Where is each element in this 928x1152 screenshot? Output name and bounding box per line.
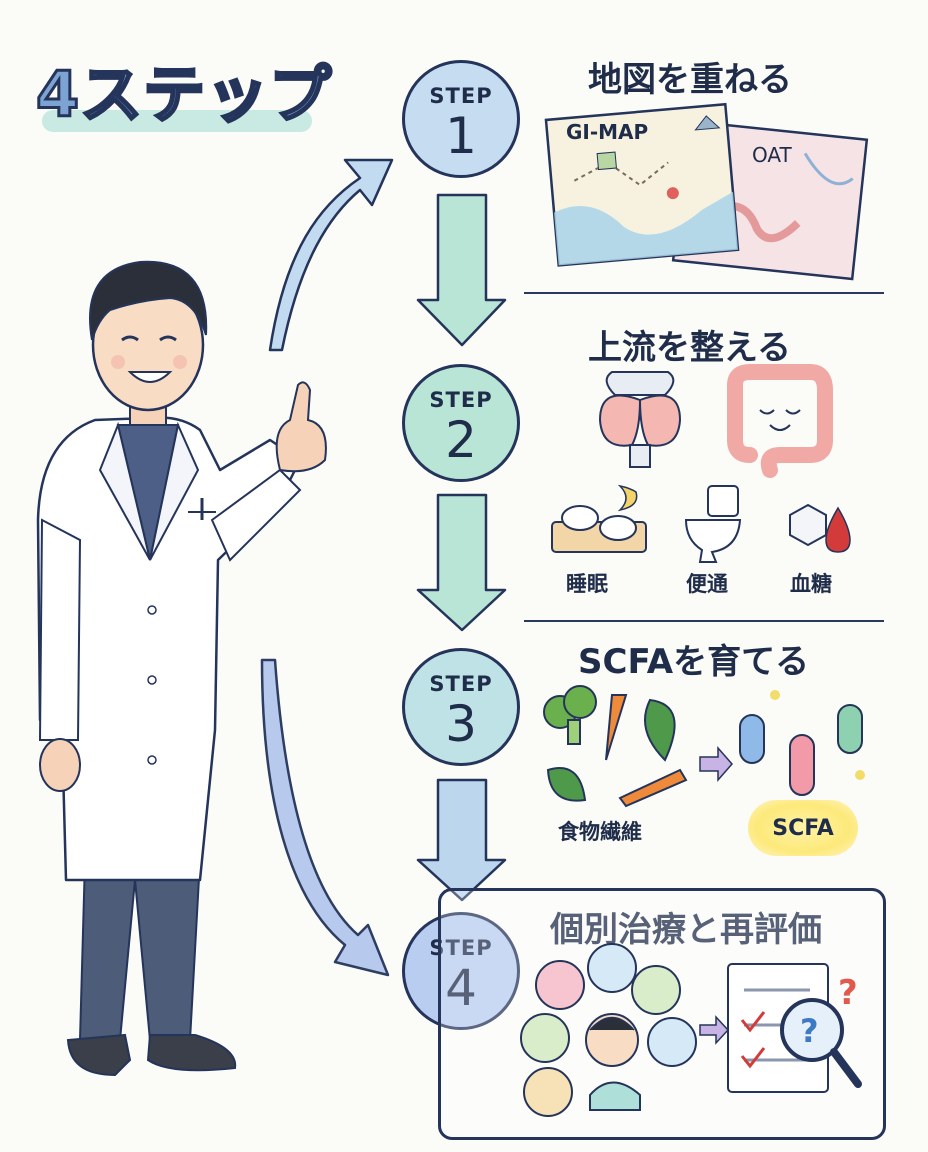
step2-item-toilet: 便通 [686,572,728,596]
step-label: STEP [429,671,493,696]
step-3-title: SCFAを育てる [578,642,810,682]
step2-item-blood-sugar: 血糖 [790,572,832,596]
divider [524,620,884,622]
step-2-circle: STEP 2 [402,364,520,482]
divider [524,292,884,294]
page-title: 4ステップ [34,57,333,133]
step2-item-sleep: 睡眠 [566,572,608,596]
map-left-label: GI-MAP [566,120,649,144]
scfa-badge: SCFA [748,800,858,856]
step-number: 3 [445,694,477,753]
step-1-title: 地図を重ねる [588,60,792,100]
step-number: 2 [445,410,477,469]
fiber-label: 食物繊維 [558,820,642,844]
svg-text:?: ? [838,973,858,1013]
svg-text:?: ? [800,1012,819,1050]
step-label: STEP [429,83,493,108]
step-label: STEP [429,935,493,960]
step-3-circle: STEP 3 [402,648,520,766]
step-2-title: 上流を整える [588,328,791,368]
title-block: 4ステップ [34,44,366,144]
step-number: 1 [445,106,477,165]
step-4-circle: STEP 4 [402,912,520,1030]
step-1-circle: STEP 1 [402,60,520,178]
step-number: 4 [445,958,477,1017]
map-right-label: OAT [752,143,792,167]
step-4-title: 個別治療と再評価 [550,910,822,950]
step-label: STEP [429,387,493,412]
title-highlight [42,110,312,132]
